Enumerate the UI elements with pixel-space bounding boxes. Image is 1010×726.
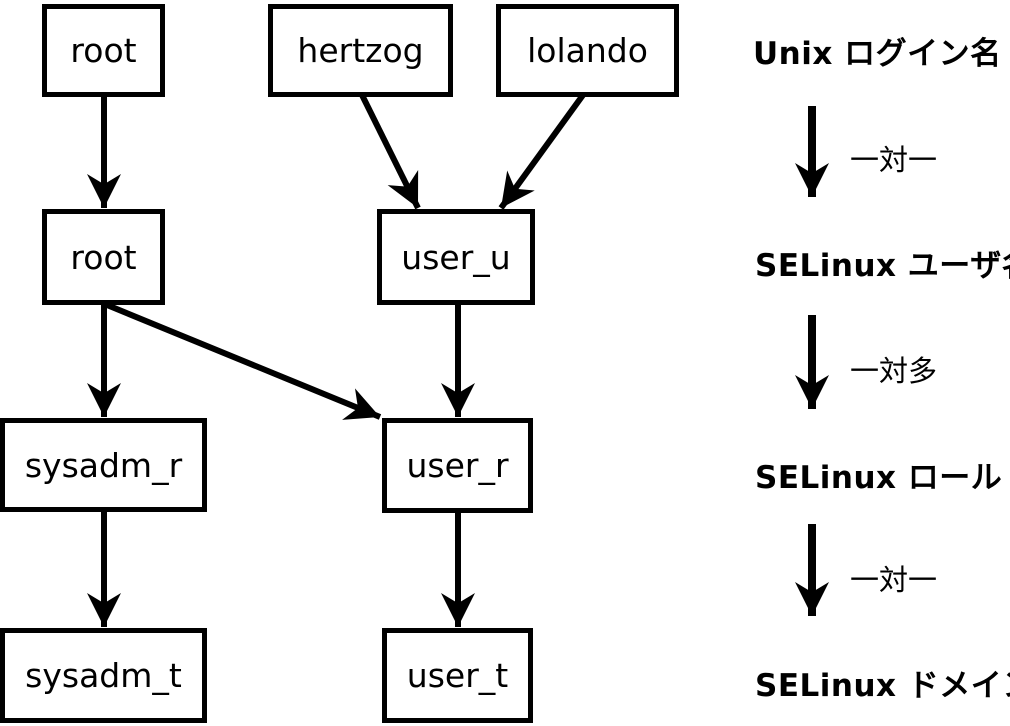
node-unix-root-label: root — [70, 31, 137, 70]
node-user-t-label: user_t — [406, 656, 509, 695]
node-sysadm-r: sysadm_r — [0, 418, 207, 512]
node-selinux-root-label: root — [70, 237, 137, 277]
arrow-lolando-to-user-u — [498, 93, 586, 210]
arrow-hertzog-to-user-u — [359, 93, 421, 210]
node-sysadm-t-label: sysadm_t — [25, 656, 182, 695]
arrow-selinux-root-to-user-r — [105, 302, 382, 420]
legend-relation-one-to-one-2: 一対一 — [850, 563, 938, 597]
node-lolando: lolando — [496, 4, 679, 97]
node-user-r: user_r — [382, 418, 533, 513]
node-hertzog-label: hertzog — [297, 31, 424, 70]
legend-relation-one-to-many: 一対多 — [850, 354, 938, 388]
legend-relation-one-to-one-1: 一対一 — [850, 143, 938, 177]
node-sysadm-r-label: sysadm_r — [24, 445, 183, 485]
legend-level-selinux-role: SELinux ロール — [755, 460, 1003, 496]
node-lolando-label: lolando — [527, 31, 648, 70]
node-selinux-root: root — [42, 209, 165, 305]
legend-level-unix-login-name: Unix ログイン名 — [753, 36, 1002, 72]
node-user-r-label: user_r — [406, 446, 509, 485]
node-user-t: user_t — [382, 628, 533, 723]
node-sysadm-t: sysadm_t — [0, 628, 207, 723]
node-user-u-label: user_u — [401, 237, 511, 277]
node-user-u: user_u — [377, 209, 535, 305]
legend-level-selinux-domain: SELinux ドメイン — [755, 668, 1010, 704]
node-hertzog: hertzog — [268, 4, 453, 97]
node-unix-root: root — [42, 4, 165, 97]
legend-level-selinux-user-name: SELinux ユーザ名 — [755, 248, 1010, 284]
